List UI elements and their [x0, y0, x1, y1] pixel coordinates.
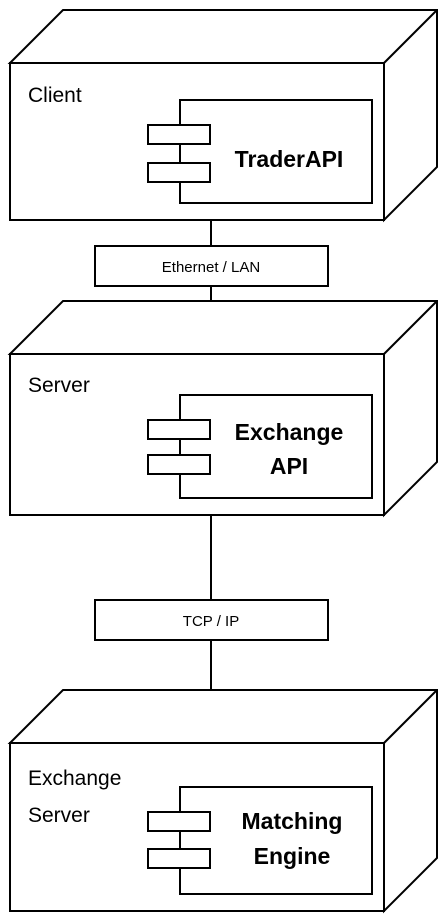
node-client-label: Client — [28, 84, 82, 107]
component-icon-tab-upper — [147, 124, 211, 145]
link-ethernet-lan-label: Ethernet / LAN — [162, 259, 260, 276]
component-icon-tab-lower — [147, 162, 211, 183]
link-tcp-ip: TCP / IP — [94, 515, 329, 718]
component-matching-engine: Matching Engine — [147, 786, 373, 895]
component-icon-tab-upper — [147, 419, 211, 440]
component-traderapi-box — [179, 99, 373, 204]
link-tcp-ip-box — [94, 599, 329, 641]
component-exchange-api-box — [179, 394, 373, 499]
node-exchange-server: Exchange Server Matching Engine — [7, 689, 438, 914]
node-server: Server Exchange API — [7, 300, 438, 518]
component-icon-tab-upper — [147, 811, 211, 832]
component-traderapi-label: TraderAPI — [235, 146, 344, 172]
component-matching-engine-label-line1: Matching — [242, 808, 343, 834]
component-matching-engine-label-line2: Engine — [254, 843, 331, 869]
component-matching-engine-box — [179, 786, 373, 895]
component-icon-tab-lower — [147, 848, 211, 869]
component-exchange-api-label-line2: API — [270, 453, 308, 479]
node-server-label: Server — [28, 374, 90, 397]
link-ethernet-lan-box — [94, 245, 329, 287]
node-exchange-server-label-line2: Server — [28, 804, 90, 827]
component-traderapi: TraderAPI — [147, 99, 373, 204]
component-exchange-api: Exchange API — [147, 394, 373, 499]
node-client: Client TraderAPI — [7, 9, 438, 223]
link-ethernet-lan: Ethernet / LAN — [94, 220, 329, 326]
component-icon-tab-lower — [147, 454, 211, 475]
link-tcp-ip-label: TCP / IP — [183, 613, 239, 630]
component-exchange-api-label-line1: Exchange — [235, 419, 344, 445]
node-exchange-server-label-line1: Exchange — [28, 767, 121, 790]
